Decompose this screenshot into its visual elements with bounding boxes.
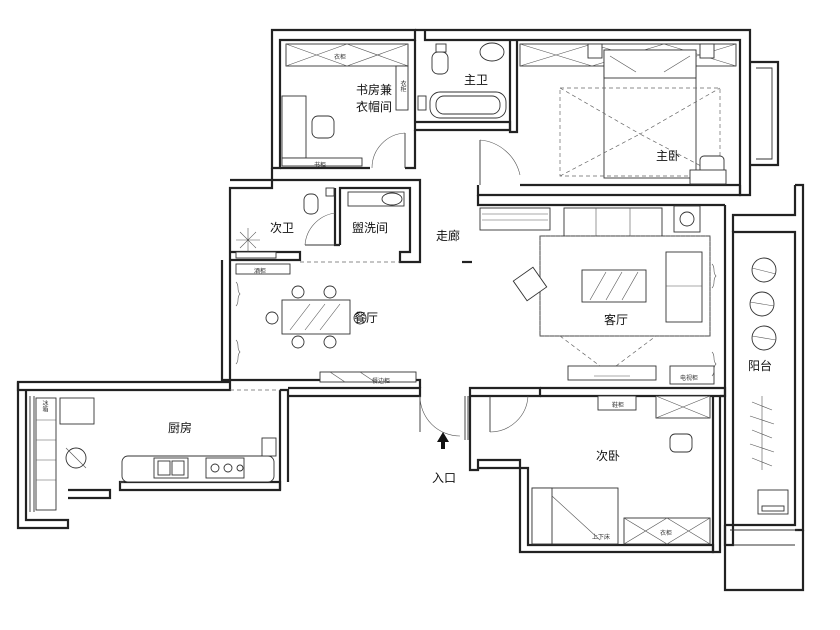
washroom-label: 盥洗间	[352, 221, 389, 235]
second-bath-label: 次卫	[270, 221, 295, 235]
living-furniture	[479, 205, 717, 385]
second-bedroom-wardrobe-tag: 衣柜	[660, 530, 673, 537]
dining-label: 餐厅	[354, 311, 379, 325]
master-bath-fixtures	[417, 42, 507, 119]
dining-sideboard-tag: 餐边柜	[372, 378, 391, 385]
entrance-arrow	[437, 432, 449, 449]
kitchen-fridge-tag: 冰箱	[41, 400, 48, 412]
tv-cabinet-tag: 电视柜	[680, 375, 699, 382]
second-bedroom-label: 次卧	[596, 449, 621, 463]
study-wardrobe-side-tag: 衣柜	[399, 80, 406, 92]
dining-wine-cabinet-tag: 酒柜	[254, 268, 267, 275]
study-bookcase-tag: 书柜	[314, 162, 327, 169]
study-wardrobe-tag: 衣柜	[334, 54, 347, 61]
walls	[16, 28, 805, 592]
kitchen-furniture	[35, 397, 277, 511]
corridor-label: 走廊	[436, 229, 461, 243]
second-bath-fixtures	[235, 187, 405, 259]
entrance-label: 入口	[432, 471, 457, 485]
living-label: 客厅	[604, 313, 629, 327]
study-label-line1: 书房兼	[356, 83, 393, 97]
master-bath-label: 主卫	[464, 73, 489, 87]
second-bedroom-furniture	[531, 395, 711, 545]
study-furniture	[281, 43, 409, 167]
balcony-furniture	[749, 257, 789, 515]
dining-furniture	[235, 263, 417, 383]
kitchen-label: 厨房	[168, 421, 193, 435]
master-bedroom-furniture	[519, 43, 737, 185]
shoe-cabinet-tag: 鞋柜	[612, 402, 625, 409]
bunk-bed-tag: 上下床	[592, 534, 611, 541]
balcony-label: 阳台	[748, 359, 773, 373]
master-bedroom-label: 主卧	[656, 149, 681, 163]
study-label-line2: 衣帽间	[356, 100, 393, 114]
